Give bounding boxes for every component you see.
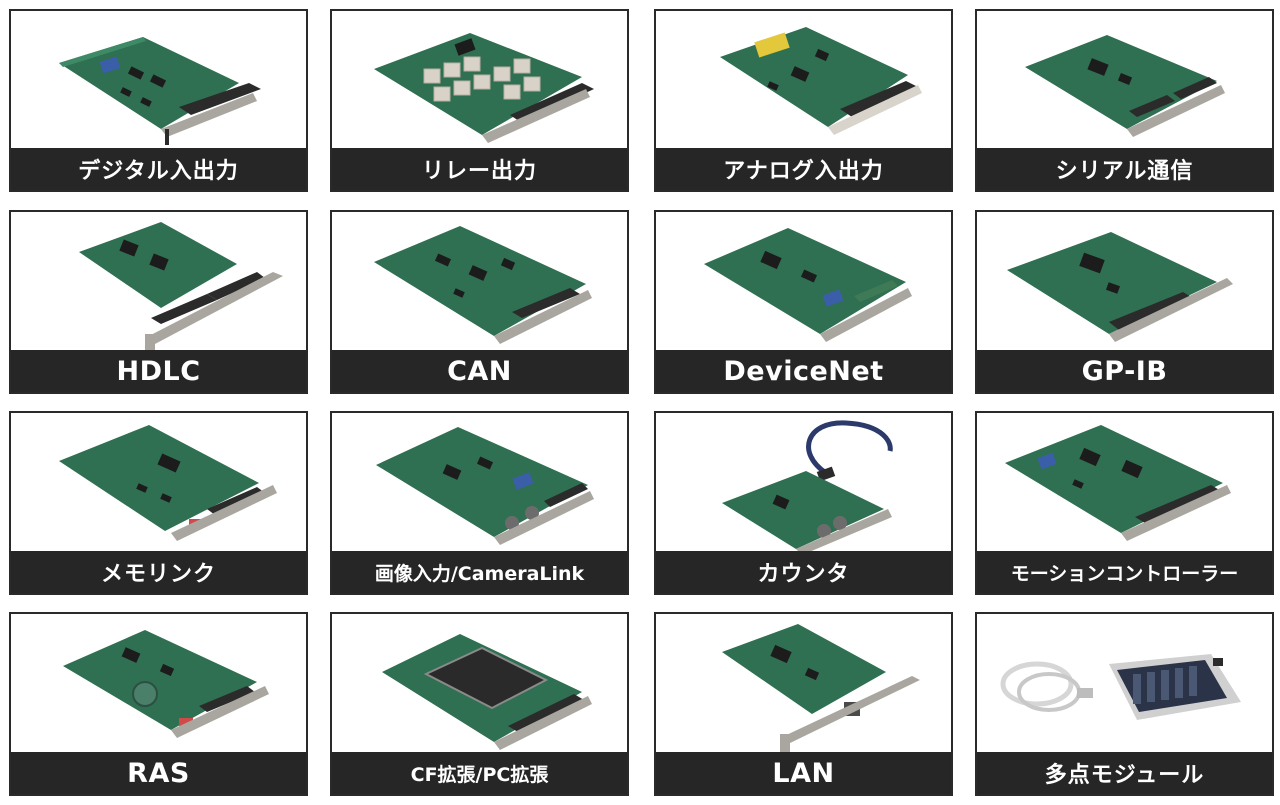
pci-board-gpib-image: [1007, 232, 1233, 342]
product-label: GP-IB: [977, 350, 1272, 392]
product-label: CF拡張/PC拡張: [332, 752, 627, 794]
product-tile-gpib[interactable]: GP-IB: [975, 210, 1274, 394]
pci-board-dual-dsub-image: [79, 222, 283, 354]
pci-board-devicenet-image: [704, 228, 912, 342]
product-label: 画像入力/CameraLink: [332, 551, 627, 593]
product-label: モーションコントローラー: [977, 551, 1272, 593]
product-tile-can[interactable]: CAN: [330, 210, 629, 394]
product-label: CAN: [332, 350, 627, 392]
product-tile-image-input[interactable]: 画像入力/CameraLink: [330, 411, 629, 595]
product-tile-serial-comm[interactable]: シリアル通信: [975, 9, 1274, 192]
product-label: シリアル通信: [977, 148, 1272, 190]
pci-board-motion-image: [1005, 425, 1231, 541]
product-tile-devicenet[interactable]: DeviceNet: [654, 210, 953, 394]
product-label: メモリンク: [11, 551, 306, 593]
product-tile-lan[interactable]: LAN: [654, 612, 953, 796]
product-tile-hdlc[interactable]: HDLC: [9, 210, 308, 394]
io-module-unit-image: [1000, 654, 1241, 720]
product-tile-motion-controller[interactable]: モーションコントローラー: [975, 411, 1274, 595]
product-label: デジタル入出力: [11, 148, 306, 190]
product-tile-cf-pc-expansion[interactable]: CF拡張/PC拡張: [330, 612, 629, 796]
pci-board-with-cable-image: [722, 420, 893, 555]
product-label: カウンタ: [656, 551, 951, 593]
product-label: DeviceNet: [656, 350, 951, 392]
product-tile-multipoint-module[interactable]: 多点モジュール: [975, 612, 1274, 796]
product-tile-relay-output[interactable]: リレー出力: [330, 9, 629, 192]
product-label: リレー出力: [332, 148, 627, 190]
pci-board-ras-image: [63, 630, 269, 738]
product-tile-counter[interactable]: カウンタ: [654, 411, 953, 595]
product-label: アナログ入出力: [656, 148, 951, 190]
pci-board-relays-image: [374, 33, 594, 143]
pci-board-dsub-image: [59, 37, 261, 145]
product-tile-ras[interactable]: RAS: [9, 612, 308, 796]
pci-board-dual-connector-image: [1025, 35, 1225, 137]
pci-board-can-image: [374, 226, 592, 344]
product-tile-memolink[interactable]: メモリンク: [9, 411, 308, 595]
pci-board-bnc-image: [376, 427, 594, 545]
pci-board-analog-image: [720, 27, 922, 135]
product-label: RAS: [11, 752, 306, 794]
product-tile-digital-io[interactable]: デジタル入出力: [9, 9, 308, 192]
pci-board-lan-image: [722, 624, 920, 756]
product-tile-analog-io[interactable]: アナログ入出力: [654, 9, 953, 192]
product-label: HDLC: [11, 350, 306, 392]
pci-board-cf-slot-image: [382, 634, 592, 750]
product-label: 多点モジュール: [977, 752, 1272, 794]
pci-board-memolink-image: [59, 425, 277, 541]
product-label: LAN: [656, 752, 951, 794]
